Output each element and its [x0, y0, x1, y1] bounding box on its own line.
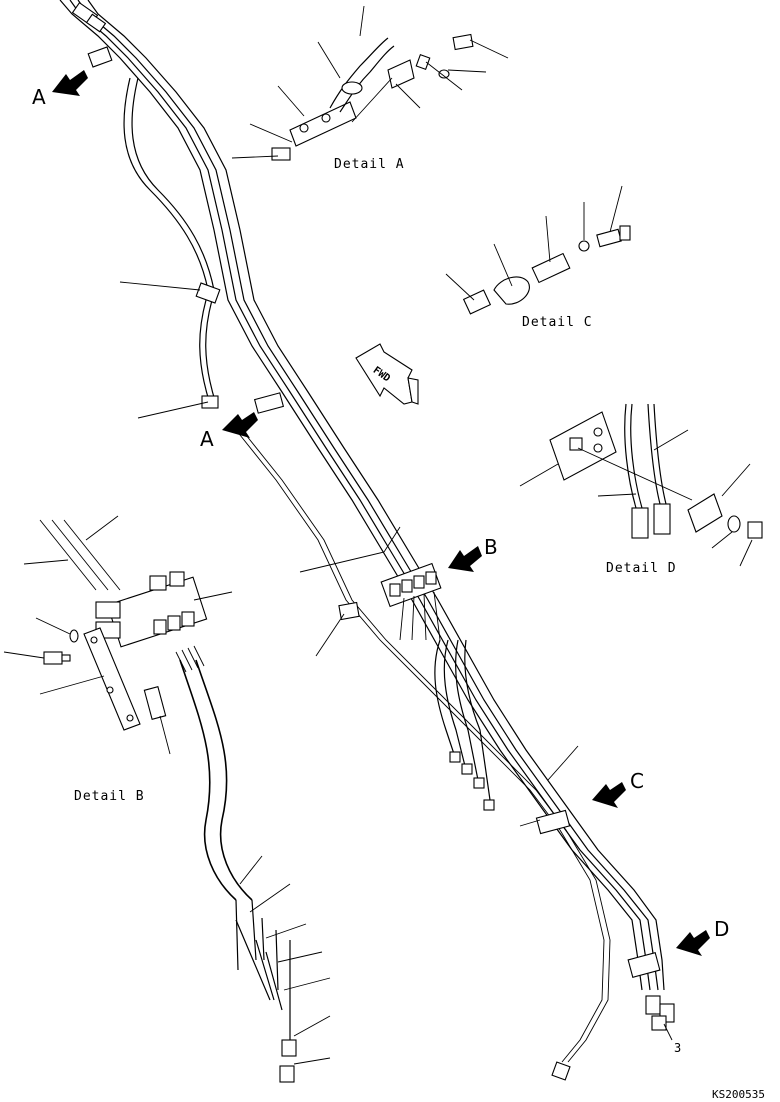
view-marker-a-top: A — [32, 85, 46, 109]
bundle-clamps — [195, 282, 661, 978]
view-marker-a-mid: A — [200, 427, 214, 451]
bottom-fittings-d — [551, 995, 675, 1081]
detail-a-drawing — [231, 5, 509, 161]
detail-b-drawing — [3, 515, 331, 1083]
detail-c-drawing — [445, 185, 631, 315]
detail-d-title: Detail D — [606, 561, 677, 576]
main-hose-bundle — [59, 0, 665, 1063]
valve-block-b — [380, 562, 442, 641]
view-arrow-a-mid-icon — [222, 412, 258, 438]
view-arrow-b-icon — [448, 546, 482, 572]
view-arrow-a-top-icon — [52, 70, 88, 96]
detail-a-title: Detail A — [334, 157, 405, 172]
detail-d-drawing — [519, 403, 763, 567]
view-arrow-d-icon — [676, 930, 710, 956]
view-marker-b: B — [484, 535, 498, 559]
detail-b-title: Detail B — [74, 789, 145, 804]
item-number: 3 — [674, 1041, 681, 1055]
fwd-arrow-icon — [355, 343, 419, 405]
top-hose-fitting — [71, 2, 113, 68]
detail-c-title: Detail C — [522, 315, 593, 330]
view-marker-d: D — [714, 917, 729, 941]
view-marker-c: C — [630, 769, 644, 793]
view-arrow-c-icon — [592, 782, 626, 808]
pilot-hoses-mid — [434, 639, 495, 811]
leader-lines-main — [119, 281, 673, 1041]
drawing-code: KS200535 — [712, 1088, 765, 1101]
